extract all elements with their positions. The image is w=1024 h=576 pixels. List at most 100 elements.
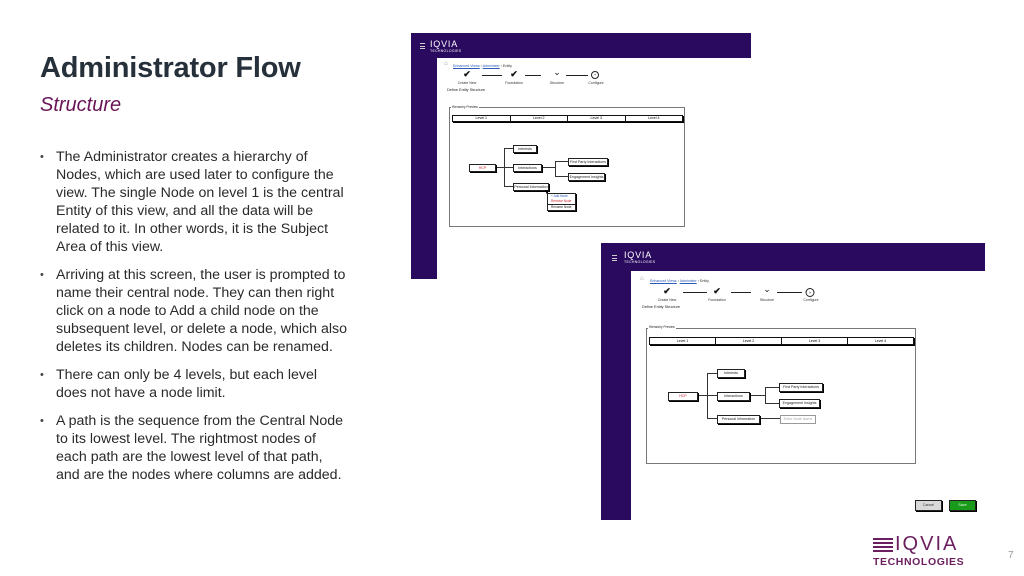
- bullet-icon: •: [40, 151, 44, 163]
- step-connector: [482, 75, 502, 77]
- bullet-icon: •: [40, 369, 44, 382]
- step-check-icon: ✔: [713, 286, 721, 296]
- level-3-header: Level 3: [781, 338, 847, 344]
- hamburger-icon[interactable]: [612, 255, 617, 261]
- bullet-item: •A path is the sequence from the Central…: [40, 412, 350, 484]
- context-menu-rename-node[interactable]: Rename Node: [548, 204, 575, 210]
- iqvia-brand-logo: IQVIA TECHNOLOGIES: [873, 533, 969, 569]
- node-personal-information[interactable]: Personal Information: [513, 183, 549, 191]
- app-sidebar: [411, 33, 437, 279]
- breadcrumb-enhanced-views[interactable]: Enhanced Views: [650, 279, 677, 283]
- step-chevron-icon: ⌄: [553, 67, 561, 77]
- bullet-text: Arriving at this screen, the user is pro…: [56, 267, 348, 356]
- connector-line: [504, 186, 513, 187]
- home-icon[interactable]: ⌂: [640, 276, 644, 282]
- node-interactions[interactable]: Interactions: [717, 392, 750, 401]
- step-structure[interactable]: Structure: [549, 81, 565, 85]
- level-4-header: Level 4: [624, 116, 683, 121]
- step-connector: [683, 292, 707, 294]
- section-title: Define Entity Structure: [447, 88, 485, 92]
- step-connector: [566, 75, 588, 77]
- app-sidebar: [601, 243, 631, 520]
- hierarchy-preview-label: Hierarchy Preview: [451, 105, 479, 109]
- node-personal-information[interactable]: Personal Information: [717, 415, 760, 424]
- cancel-button[interactable]: Cancel: [915, 500, 942, 511]
- brand-name: IQVIA: [895, 533, 959, 555]
- connector-line: [748, 395, 765, 396]
- node-interests[interactable]: Interests: [513, 145, 537, 153]
- context-menu-add-node[interactable]: + Add Node: [551, 194, 568, 198]
- app-header: [411, 33, 751, 58]
- breadcrumb-entity: Entity: [699, 279, 709, 283]
- hamburger-icon[interactable]: [420, 43, 425, 49]
- connector-line: [765, 403, 779, 404]
- slide-number: 7: [1008, 550, 1014, 561]
- connector-line: [765, 387, 779, 388]
- step-foundation[interactable]: Foundation: [708, 298, 726, 302]
- app-header: [601, 243, 985, 271]
- connector-line: [555, 176, 568, 177]
- step-configure[interactable]: Configure: [588, 81, 604, 85]
- breadcrumb: Enhanced Views › Administer › Entity: [453, 64, 512, 68]
- hierarchy-preview-frame: [646, 328, 916, 464]
- slide-title: Administrator Flow: [40, 52, 301, 84]
- level-header-row: Level 1 Level 2 Level 3 Level 4: [649, 337, 914, 345]
- node-engagement-insights[interactable]: Engagement Insights: [779, 399, 820, 408]
- connector-line: [494, 167, 504, 168]
- step-create-new[interactable]: Create New: [657, 298, 677, 302]
- breadcrumb-administer[interactable]: Administer: [679, 279, 697, 283]
- node-engagement-insights[interactable]: Engagement Insights: [568, 173, 605, 181]
- node-first-party-interactions[interactable]: First Party Interactions: [568, 158, 608, 166]
- bullet-item: • There can only be 4 levels, but each le…: [40, 366, 350, 402]
- level-4-header: Level 4: [847, 338, 913, 344]
- step-chevron-icon: ⌄: [763, 284, 771, 294]
- hierarchy-preview-frame: [449, 107, 685, 227]
- bullet-text: There can only be 4 levels, but each lev…: [56, 367, 318, 402]
- level-3-header: Level 3: [567, 116, 625, 121]
- hierarchy-preview-label: Hierarchy Preview: [648, 325, 676, 329]
- connector-line: [504, 167, 513, 168]
- connector-line: [555, 161, 556, 176]
- bullet-icon: •: [40, 269, 44, 282]
- connector-line: [696, 395, 707, 396]
- bullet-text: A path is the sequence from the Central …: [56, 412, 344, 483]
- node-root[interactable]: HCP: [469, 164, 496, 172]
- iqvia-lines-icon: [873, 537, 893, 552]
- node-interactions[interactable]: Interactions: [513, 164, 542, 172]
- connector-line: [707, 418, 717, 419]
- new-node-name-input[interactable]: Enter Node Name: [780, 415, 816, 424]
- level-1-header: Level 1: [676, 339, 689, 343]
- connector-line: [707, 395, 717, 396]
- node-root[interactable]: HCP: [668, 392, 698, 401]
- connector-line: [555, 161, 568, 162]
- home-icon[interactable]: ⌂: [444, 61, 448, 67]
- step-add-circle-icon: +: [805, 288, 815, 297]
- step-foundation[interactable]: Foundation: [505, 81, 523, 85]
- breadcrumb: Enhanced Views › Administer › Entity: [650, 279, 709, 283]
- step-add-circle-icon: +: [591, 71, 599, 79]
- step-structure[interactable]: Structure: [759, 298, 775, 302]
- context-menu: + Add Node Remove Node Rename Node: [547, 193, 576, 211]
- node-first-party-interactions[interactable]: First Party Interactions: [779, 383, 823, 392]
- level-1-header: Level 1: [475, 116, 488, 120]
- node-interests[interactable]: Interests: [717, 369, 745, 378]
- breadcrumb-administer[interactable]: Administer: [482, 64, 500, 68]
- save-button[interactable]: Save: [949, 500, 976, 511]
- level-2-header: Level 2: [715, 338, 781, 344]
- step-configure[interactable]: Configure: [803, 298, 819, 302]
- bullet-item: • Arriving at this screen, the user is pr…: [40, 266, 350, 356]
- breadcrumb-enhanced-views[interactable]: Enhanced Views: [453, 64, 480, 68]
- context-menu-remove-node[interactable]: Remove Node: [551, 199, 572, 203]
- breadcrumb-entity: Entity: [502, 64, 512, 68]
- brand-tagline: TECHNOLOGIES: [873, 556, 965, 568]
- step-check-icon: ✔: [663, 286, 671, 296]
- step-check-icon: ✔: [463, 69, 471, 79]
- step-create-new[interactable]: Create New: [457, 81, 477, 85]
- connector-line: [758, 418, 780, 419]
- bullet-list: • The Administrator creates a hierarchy o…: [40, 148, 350, 494]
- bullet-text: The Administrator creates a hierarchy of…: [56, 149, 344, 256]
- section-title: Define Entity Structure: [642, 305, 680, 309]
